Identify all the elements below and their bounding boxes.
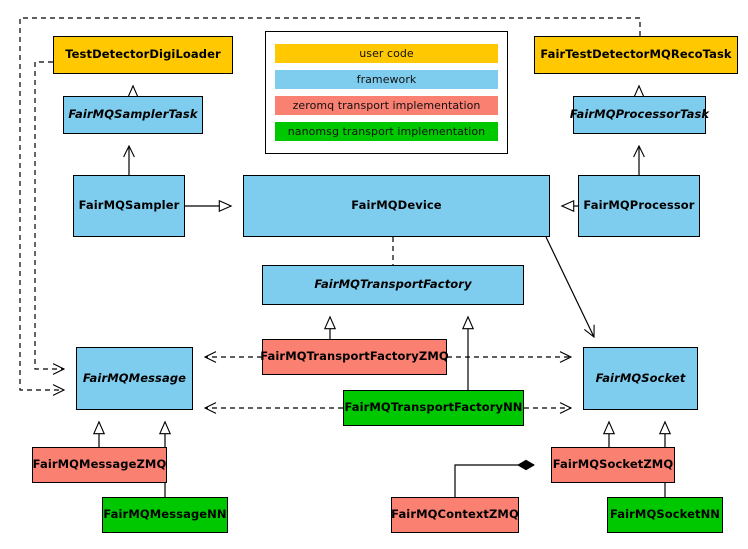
legend-item-zeromq: zeromq transport implementation	[275, 96, 498, 116]
class-node-fairmqmessage[interactable]: FairMQMessage	[76, 347, 193, 410]
class-node-fairmqsocket[interactable]: FairMQSocket	[583, 347, 698, 410]
class-node-fairmqprocessor[interactable]: FairMQProcessor	[578, 175, 700, 237]
class-node-fairmqmessagenn[interactable]: FairMQMessageNN	[102, 497, 228, 533]
edge-device-to-socket	[545, 236, 594, 337]
class-node-fairmqtransportfactoryzmq[interactable]: FairMQTransportFactoryZMQ	[260, 339, 449, 375]
class-node-testdetectordigiloader[interactable]: TestDetectorDigiLoader	[53, 36, 233, 74]
class-node-fairmqtransportfactory[interactable]: FairMQTransportFactory	[262, 265, 524, 305]
class-node-fairmqsamplertask[interactable]: FairMQSamplerTask	[63, 96, 203, 134]
class-node-fairtestdetectormqrecotask[interactable]: FairTestDetectorMQRecoTask	[534, 36, 738, 74]
class-node-fairmqdevice[interactable]: FairMQDevice	[243, 175, 550, 237]
legend-item-framework: framework	[275, 69, 498, 89]
class-node-fairmqsocketnn[interactable]: FairMQSocketNN	[607, 497, 723, 533]
class-node-fairmqcontextzmq[interactable]: FairMQContextZMQ	[391, 497, 519, 533]
class-node-fairmqsampler[interactable]: FairMQSampler	[73, 175, 185, 237]
class-node-fairmqtransportfactorynn[interactable]: FairMQTransportFactoryNN	[343, 390, 524, 426]
class-node-fairmqprocessortask[interactable]: FairMQProcessorTask	[570, 96, 709, 134]
class-node-fairmqmessagezmq[interactable]: FairMQMessageZMQ	[32, 447, 167, 483]
edge-contextzmq-to-socketzmq	[454, 459, 535, 497]
legend-item-user-code: user code	[275, 43, 498, 63]
class-node-fairmqsocketzmq[interactable]: FairMQSocketZMQ	[551, 447, 675, 483]
legend-panel: user code framework zeromq transport imp…	[265, 31, 508, 154]
edge-recotask-to-message	[19, 17, 641, 390]
legend-item-nanomsg: nanomsg transport implementation	[275, 122, 498, 142]
edge-digiloader-to-message	[34, 61, 64, 369]
